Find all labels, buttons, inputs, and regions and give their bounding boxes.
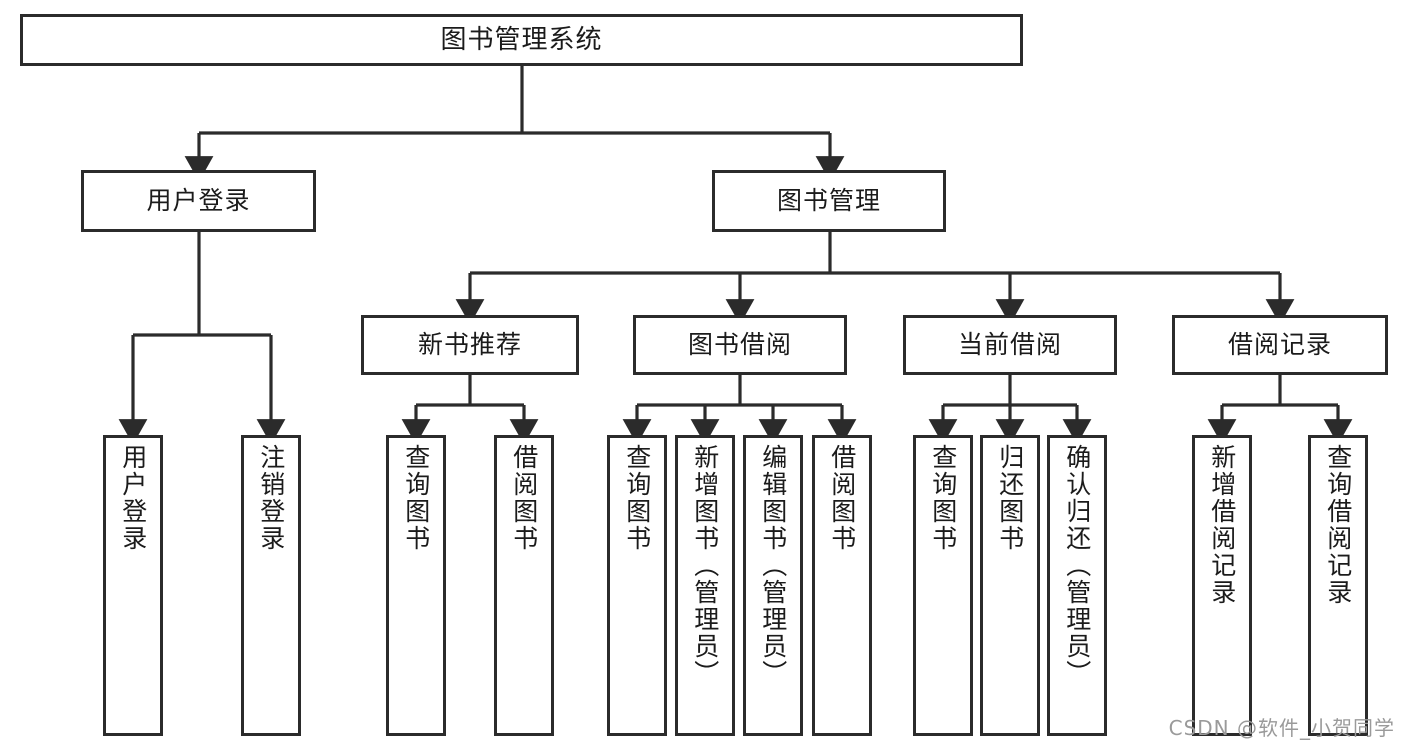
- node-label: 查询图书: [622, 444, 652, 552]
- node-new-book-recommend[interactable]: 新书推荐: [361, 315, 579, 375]
- node-label: 新增借阅记录: [1207, 444, 1237, 606]
- node-current-borrow[interactable]: 当前借阅: [903, 315, 1117, 375]
- node-label: 编辑图书（管理员）: [758, 444, 788, 687]
- node-book-borrow[interactable]: 图书借阅: [633, 315, 847, 375]
- node-label: 借阅图书: [509, 444, 539, 552]
- leaf-record-add-borrow-record[interactable]: 新增借阅记录: [1192, 435, 1252, 736]
- node-label: 查询图书: [401, 444, 431, 552]
- leaf-borrow-add-book-admin[interactable]: 新增图书（管理员）: [675, 435, 735, 736]
- node-label: 借阅记录: [1227, 330, 1332, 360]
- node-label: 归还图书: [995, 444, 1025, 552]
- node-label: 用户登录: [146, 186, 251, 216]
- node-label: 新书推荐: [417, 330, 522, 360]
- leaf-current-query-book[interactable]: 查询图书: [913, 435, 973, 736]
- node-label: 注销登录: [256, 444, 286, 552]
- node-label: 查询借阅记录: [1323, 444, 1353, 606]
- node-label: 图书管理系统: [440, 24, 603, 55]
- node-label: 当前借阅: [957, 330, 1062, 360]
- leaf-borrow-edit-book-admin[interactable]: 编辑图书（管理员）: [743, 435, 803, 736]
- node-label: 查询图书: [928, 444, 958, 552]
- node-label: 图书管理: [776, 186, 881, 216]
- leaf-current-confirm-return-admin[interactable]: 确认归还（管理员）: [1047, 435, 1107, 736]
- node-label: 借阅图书: [827, 444, 857, 552]
- node-label: 确认归还（管理员）: [1062, 444, 1092, 687]
- node-user-login[interactable]: 用户登录: [81, 170, 316, 232]
- leaf-user-login-signin[interactable]: 用户登录: [103, 435, 163, 736]
- leaf-record-query-borrow-record[interactable]: 查询借阅记录: [1308, 435, 1368, 736]
- leaf-user-login-signout[interactable]: 注销登录: [241, 435, 301, 736]
- leaf-borrow-query-book[interactable]: 查询图书: [607, 435, 667, 736]
- node-book-management[interactable]: 图书管理: [712, 170, 946, 232]
- leaf-recommend-query-book[interactable]: 查询图书: [386, 435, 446, 736]
- csdn-watermark: CSDN @软件_小贺同学: [1168, 716, 1395, 740]
- node-borrow-record[interactable]: 借阅记录: [1172, 315, 1388, 375]
- leaf-current-return-book[interactable]: 归还图书: [980, 435, 1040, 736]
- node-label: 用户登录: [118, 444, 148, 552]
- leaf-recommend-borrow-book[interactable]: 借阅图书: [494, 435, 554, 736]
- leaf-borrow-borrow-book[interactable]: 借阅图书: [812, 435, 872, 736]
- node-root-book-management-system[interactable]: 图书管理系统: [20, 14, 1023, 66]
- node-label: 图书借阅: [687, 330, 792, 360]
- node-label: 新增图书（管理员）: [690, 444, 720, 687]
